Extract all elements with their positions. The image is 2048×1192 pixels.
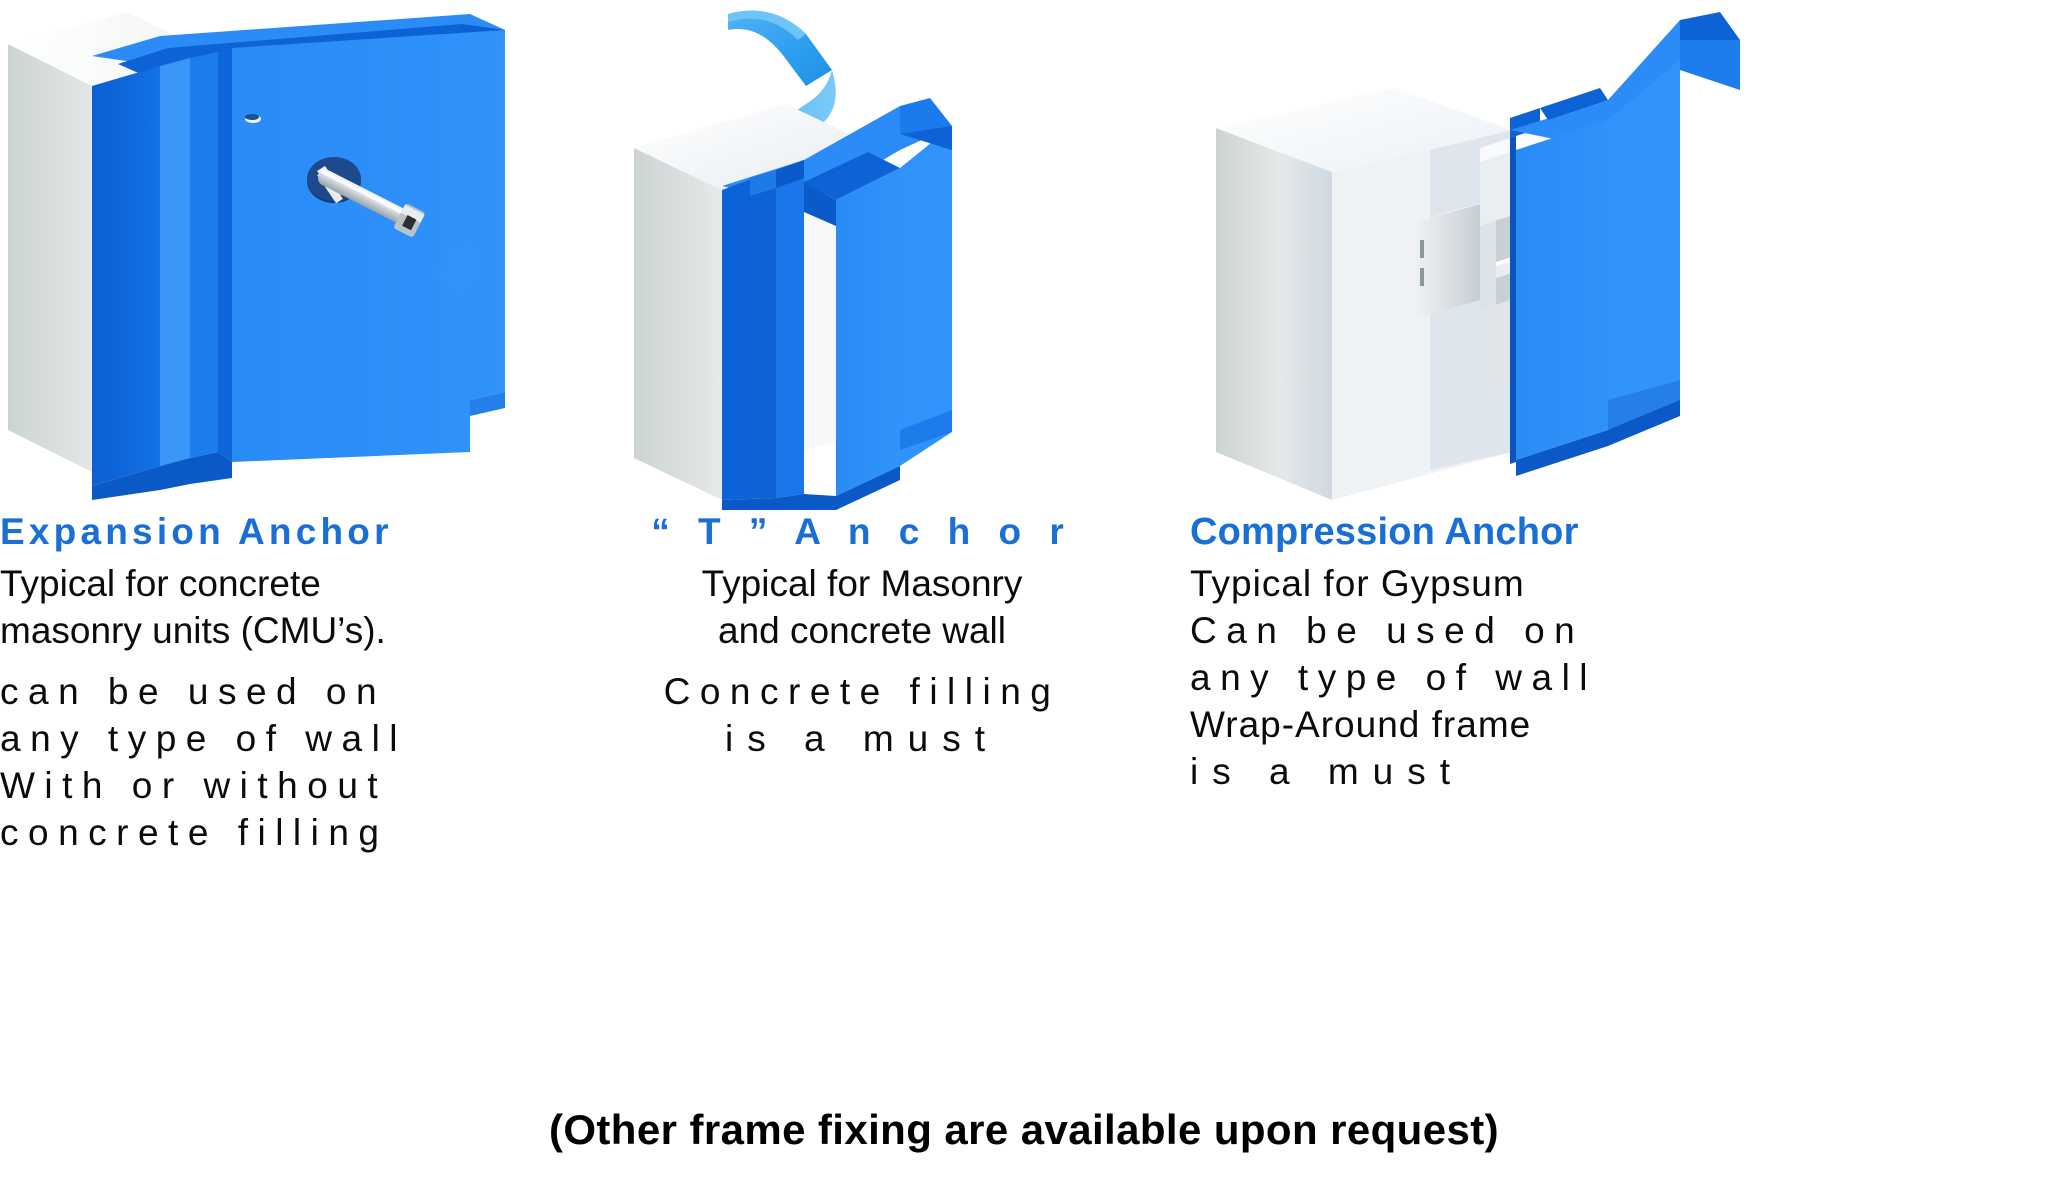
t-anchor-text: “ T ” A n c h o r Typical for Masonry an… bbox=[612, 508, 1112, 762]
compression-anchor-line-3: any type of wall bbox=[1190, 657, 1598, 698]
compression-anchor-line-2: Can be used on bbox=[1190, 610, 1585, 651]
compression-anchor-title: Compression Anchor bbox=[1190, 511, 1579, 553]
t-anchor-line-4: is a must bbox=[724, 718, 1000, 759]
expansion-anchor-line-5: With or without bbox=[0, 765, 388, 806]
column-compression-anchor: Compression Anchor Typical for Gypsum Ca… bbox=[1180, 0, 2048, 1100]
column-t-anchor: “ T ” A n c h o r Typical for Masonry an… bbox=[600, 0, 1180, 1100]
t-anchor-line-1: Typical for Masonry bbox=[701, 563, 1023, 604]
expansion-anchor-text: Expansion Anchor Typical for concrete ma… bbox=[0, 508, 440, 856]
compression-anchor-line-4: Wrap-Around frame bbox=[1190, 704, 1532, 745]
t-anchor-title: “ T ” A n c h o r bbox=[651, 511, 1073, 552]
compression-anchor-text: Compression Anchor Typical for Gypsum Ca… bbox=[1190, 508, 1702, 795]
expansion-anchor-line-6: concrete filling bbox=[0, 812, 389, 853]
door-frame-profile bbox=[92, 14, 505, 500]
expansion-anchor-line-3: can be used on bbox=[0, 671, 387, 712]
compression-anchor-line-5: is a must bbox=[1190, 751, 1465, 792]
expansion-anchor-line-4: any type of wall bbox=[0, 718, 408, 759]
anchor-bolt bbox=[317, 166, 425, 237]
hole-plug-ellipse bbox=[439, 238, 485, 298]
t-anchor-line-3: Concrete filling bbox=[663, 671, 1061, 712]
t-anchor-illustration bbox=[600, 0, 1180, 510]
wrap-around-frame bbox=[1510, 12, 1740, 476]
expansion-anchor-line-2: masonry units (CMU’s). bbox=[0, 610, 386, 651]
expansion-anchor-illustration bbox=[0, 0, 600, 510]
door-frame-profile bbox=[722, 98, 952, 510]
expansion-anchor-line-1: Typical for concrete bbox=[0, 563, 321, 604]
column-expansion-anchor: Expansion Anchor Typical for concrete ma… bbox=[0, 0, 600, 1100]
compression-anchor-line-1: Typical for Gypsum bbox=[1190, 563, 1525, 604]
footer-caption: (Other frame fixing are available upon r… bbox=[548, 1106, 1500, 1153]
expansion-anchor-title: Expansion Anchor bbox=[0, 511, 393, 552]
t-anchor-line-2: and concrete wall bbox=[718, 610, 1006, 651]
compression-anchor-illustration bbox=[1180, 0, 2048, 510]
anchor-columns: Expansion Anchor Typical for concrete ma… bbox=[0, 0, 2048, 1100]
